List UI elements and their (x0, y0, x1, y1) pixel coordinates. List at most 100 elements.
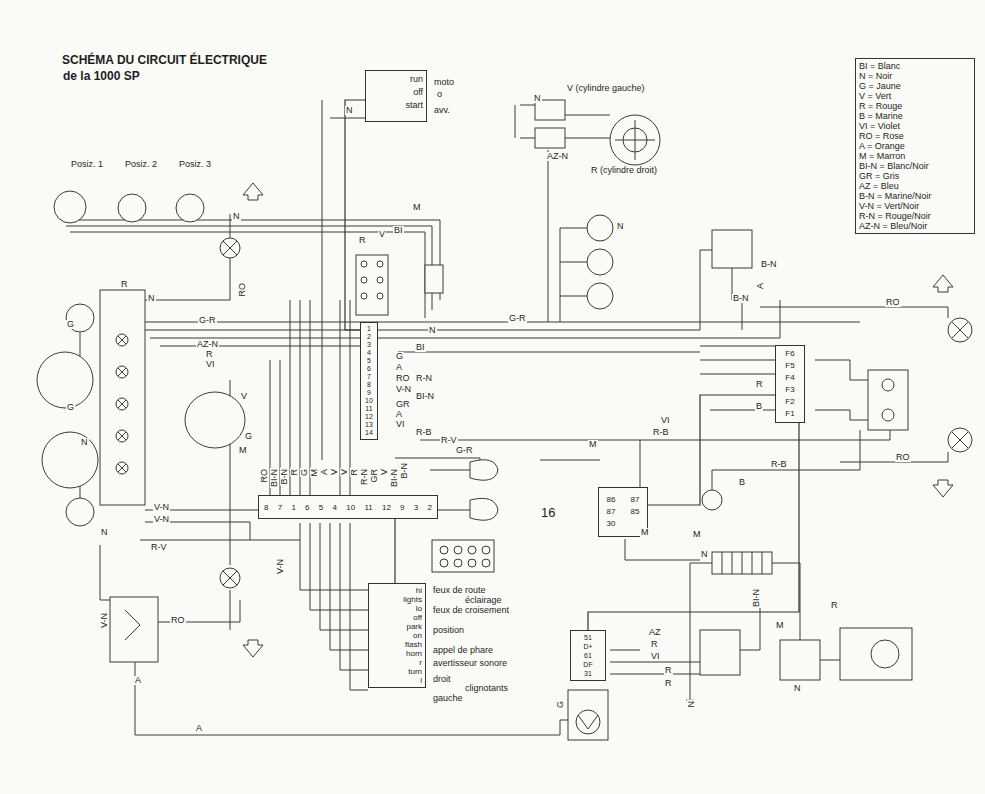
wire-color-code: G (66, 320, 75, 329)
wire-color-code: R-B (415, 428, 433, 437)
wire-color-code: RO (170, 616, 186, 625)
wire-color-code: R (120, 280, 129, 289)
node-text: VI = Violet (859, 121, 971, 131)
node-text: r (372, 658, 422, 667)
annotation: Posiz. 1 (70, 160, 104, 169)
wire-color-code: RO (238, 282, 247, 298)
wire-color-code: N (428, 326, 437, 335)
node-text: BI-N = Blanc/Noir (859, 161, 971, 171)
wire-color-code: N (687, 700, 696, 709)
wire-color-code: R-B (652, 428, 670, 437)
node-text: 10 (344, 503, 357, 512)
annotation: gauche (432, 694, 464, 703)
wire-color-code: M (640, 528, 650, 537)
node-text: 7 (276, 503, 284, 512)
node-text: R = Rouge (859, 101, 971, 111)
wire-color-code: B-N (400, 462, 409, 480)
node-text: 87 (602, 506, 620, 518)
wire-color-code: BI-N (390, 468, 399, 488)
node-text: F4 (779, 372, 801, 384)
node-text: flash (372, 640, 422, 649)
node-text: hi (372, 586, 422, 595)
wire-color-code: R (650, 640, 659, 649)
wire-color-code: A (134, 676, 142, 685)
node-text: off (372, 613, 422, 622)
wire-color-code: BI (393, 226, 404, 235)
node-text: lo (372, 604, 422, 613)
wire-color-code: B-N (760, 260, 778, 269)
wire-color-code: moto (433, 78, 455, 87)
node-text: 4 (331, 503, 339, 512)
node-text: horn (372, 649, 422, 658)
ignition-switch: runoffstart (365, 70, 427, 122)
node-text: 30 (602, 518, 620, 530)
node-text: 31 (574, 669, 602, 678)
node-text: F6 (779, 348, 801, 360)
voltage-regulator: 51D+61DF31 (570, 630, 606, 681)
node-text: 12 (364, 413, 374, 421)
node-text: 8 (364, 381, 374, 389)
wire-color-code: V-N (153, 503, 170, 512)
wire-color-code: G (244, 432, 253, 441)
wire-color-code: N (80, 438, 89, 447)
wire-color-code: R-V (440, 436, 458, 445)
wire-color-code: R (830, 601, 839, 610)
annotation: appel de phare (432, 646, 494, 655)
wire-color-code: N (345, 106, 354, 115)
wire-color-code: G (395, 352, 404, 361)
wire-connector (588, 423, 799, 630)
wire-color-code: N (793, 684, 802, 693)
wire-color-code: A (756, 282, 765, 290)
wire-color-code: M (692, 530, 702, 539)
node-text: AZ = Bleu (859, 181, 971, 191)
diagram-title: SCHÉMA DU CIRCUIT ÉLECTRIQUE (62, 54, 267, 66)
node-text: 5 (317, 503, 325, 512)
wire-color-code: M (588, 440, 598, 449)
wire-color-code: G (300, 468, 309, 477)
node-text: F5 (779, 360, 801, 372)
annotation: Posiz. 2 (124, 160, 158, 169)
wire-color-code: BI-N (270, 468, 279, 488)
wire-color-code: N (100, 528, 109, 537)
wire-color-code: B-N (280, 468, 289, 486)
node-text: 1 (364, 325, 374, 333)
wire-connector (345, 100, 365, 330)
wire-color-code: M (238, 446, 248, 455)
node-text: RO = Rose (859, 131, 971, 141)
node-text: 11 (364, 405, 374, 413)
node-text: F2 (779, 396, 801, 408)
wire-color-code: AZ-N (546, 152, 569, 161)
wire-color-code: R-N (360, 468, 369, 486)
wire-color-code: V (240, 392, 248, 401)
node-text: 12 (380, 503, 393, 512)
node-text: V-N = Vert/Noir (859, 201, 971, 211)
node-text: 2 (426, 503, 434, 512)
node-text: run (369, 73, 423, 86)
connector-pin-column: 1234567891011121314 (360, 322, 378, 440)
wire-color-code: G-R (198, 316, 217, 325)
wire-color-code: A (395, 410, 403, 419)
wire-color-code: RO (260, 468, 269, 484)
wire-color-code: AZ-N (196, 340, 219, 349)
wire-color-code: B-N (732, 294, 750, 303)
node-text: 10 (364, 397, 374, 405)
wire-color-code: R (205, 350, 214, 359)
node-text: G = Jaune (859, 81, 971, 91)
node-text: 5 (364, 357, 374, 365)
wire-color-code: G (66, 403, 75, 412)
wire-color-code: AZ (648, 628, 662, 637)
wire-color-code: V-N (100, 612, 109, 629)
wire-color-code: R-V (150, 543, 168, 552)
node-text: 1 (289, 503, 297, 512)
fuse-box: F6F5F4F3F2F1 (775, 345, 805, 423)
wire-color-code: V (378, 230, 386, 239)
node-text: 9 (364, 389, 374, 397)
wire-color-code: A (395, 363, 403, 372)
wire-color-code: V-N (153, 515, 170, 524)
wire-connector (648, 395, 775, 505)
wire-color-code: G-R (455, 446, 474, 455)
node-text: start (369, 99, 423, 112)
wire-color-code: BI-N (752, 588, 761, 608)
